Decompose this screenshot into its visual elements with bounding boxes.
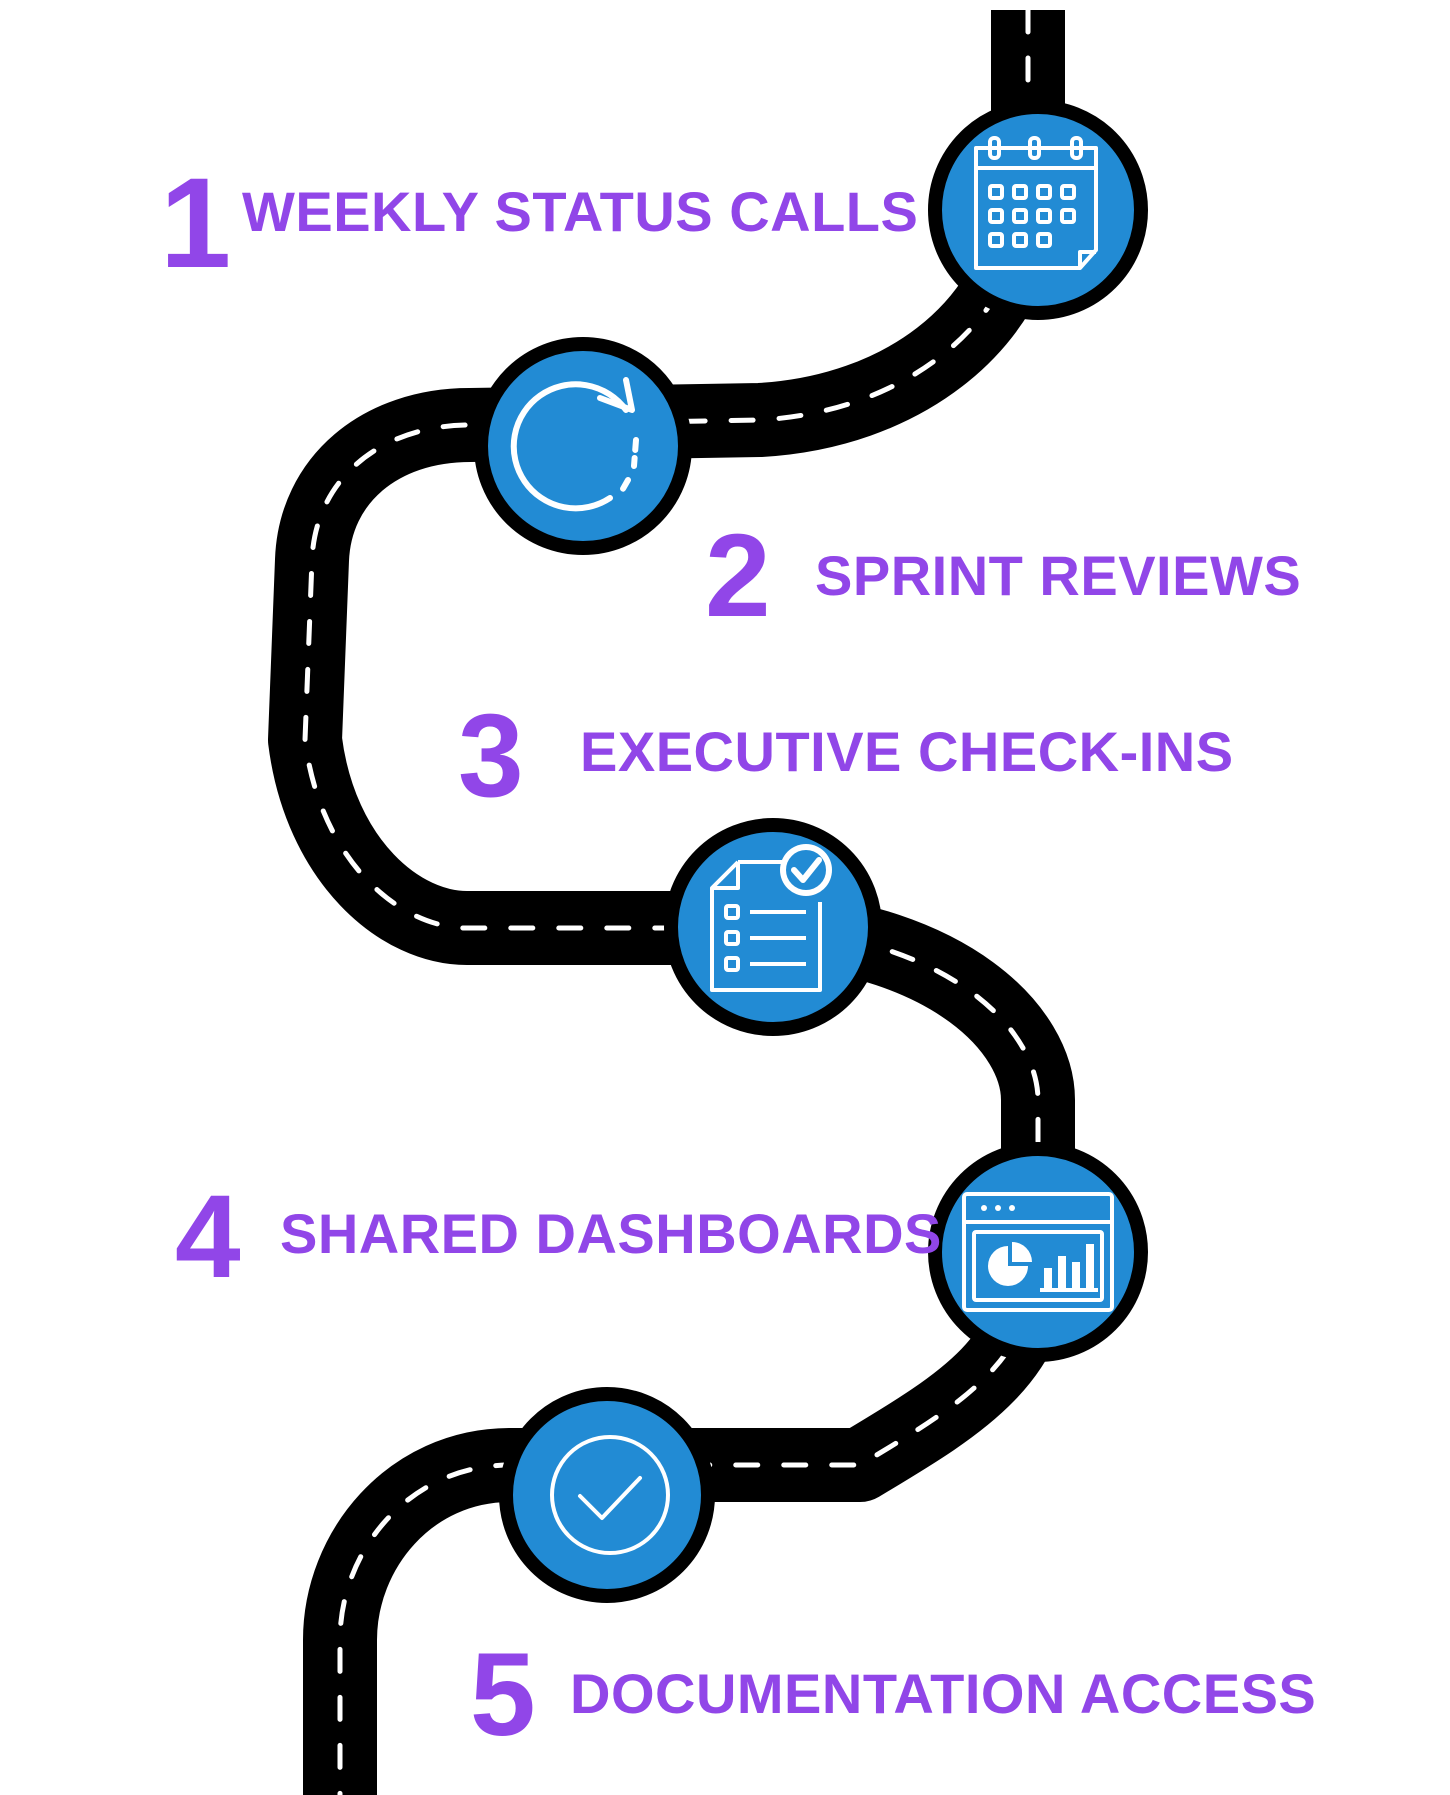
step-2-marker [474,337,692,555]
step-1-number: 1 [160,152,232,295]
step-5-marker [499,1387,715,1603]
calendar-icon [974,136,1098,270]
step-5-label: DOCUMENTATION ACCESS [570,1662,1317,1725]
dashboard-chart-icon [962,1192,1114,1312]
step-3-marker [664,818,882,1036]
step-3-number: 3 [458,690,524,822]
step-1-marker [928,100,1148,320]
step-4-number: 4 [175,1171,241,1303]
check-circle-icon [550,1435,670,1555]
step-4-marker [928,1142,1148,1362]
step-4-label: SHARED DASHBOARDS [280,1202,942,1265]
checklist-document-icon [710,844,832,992]
refresh-cycle-icon [510,377,639,512]
step-1-label: WEEKLY STATUS CALLS [242,180,919,243]
step-2-label: SPRINT REVIEWS [815,544,1302,607]
step-5-number: 5 [470,1629,536,1761]
step-2-number: 2 [705,510,771,642]
step-3-label: EXECUTIVE CHECK-INS [580,720,1234,783]
